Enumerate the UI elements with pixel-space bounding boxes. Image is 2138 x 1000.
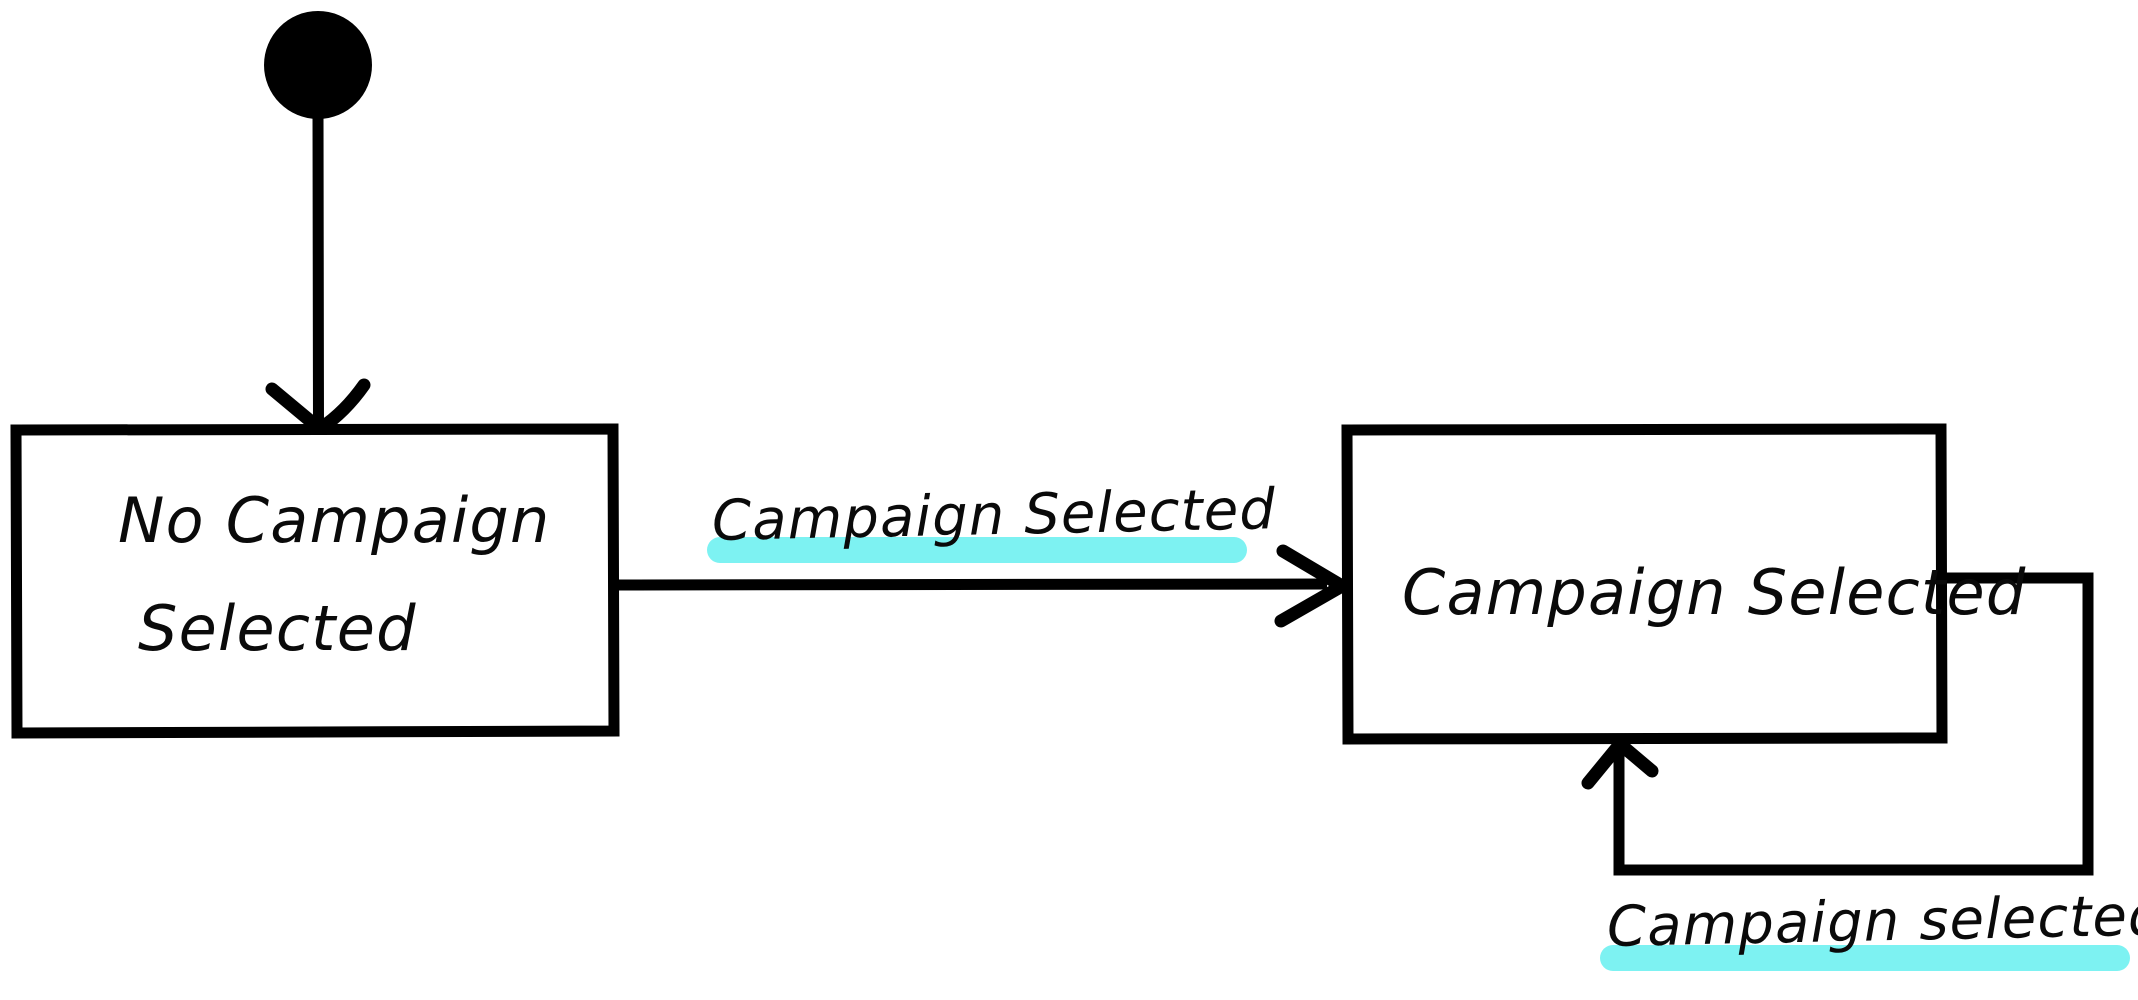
transition-no-campaign-to-campaign-label: Campaign Selected (711, 477, 1277, 554)
transition-campaign-self-loop-line[interactable] (1613, 572, 2094, 876)
transition-start-to-no-campaign-arrowhead (265, 382, 327, 436)
state-no-campaign-selected-box[interactable] (10, 423, 620, 739)
state-campaign-selected-box[interactable] (1341, 423, 1948, 745)
state-campaign-selected-label: Campaign Selected (1402, 556, 2027, 629)
edge-label-highlight-bottom (1600, 945, 2130, 971)
transition-start-to-no-campaign-arrowhead-barb (314, 378, 371, 435)
transition-no-campaign-to-campaign-line[interactable] (614, 578, 1328, 591)
transition-start-to-no-campaign-line[interactable] (312, 106, 324, 434)
transition-no-campaign-to-campaign-arrowhead (1274, 544, 1349, 628)
initial-state-circle[interactable] (264, 11, 372, 119)
state-no-campaign-selected-label-line2: Selected (138, 592, 417, 665)
transition-campaign-self-loop-label: Campaign selected (1606, 883, 2138, 960)
state-no-campaign-selected-label-line1: No Campaign (118, 484, 551, 557)
edge-label-highlight-top (707, 537, 1247, 563)
transition-campaign-self-loop-arrowhead (1581, 737, 1659, 790)
